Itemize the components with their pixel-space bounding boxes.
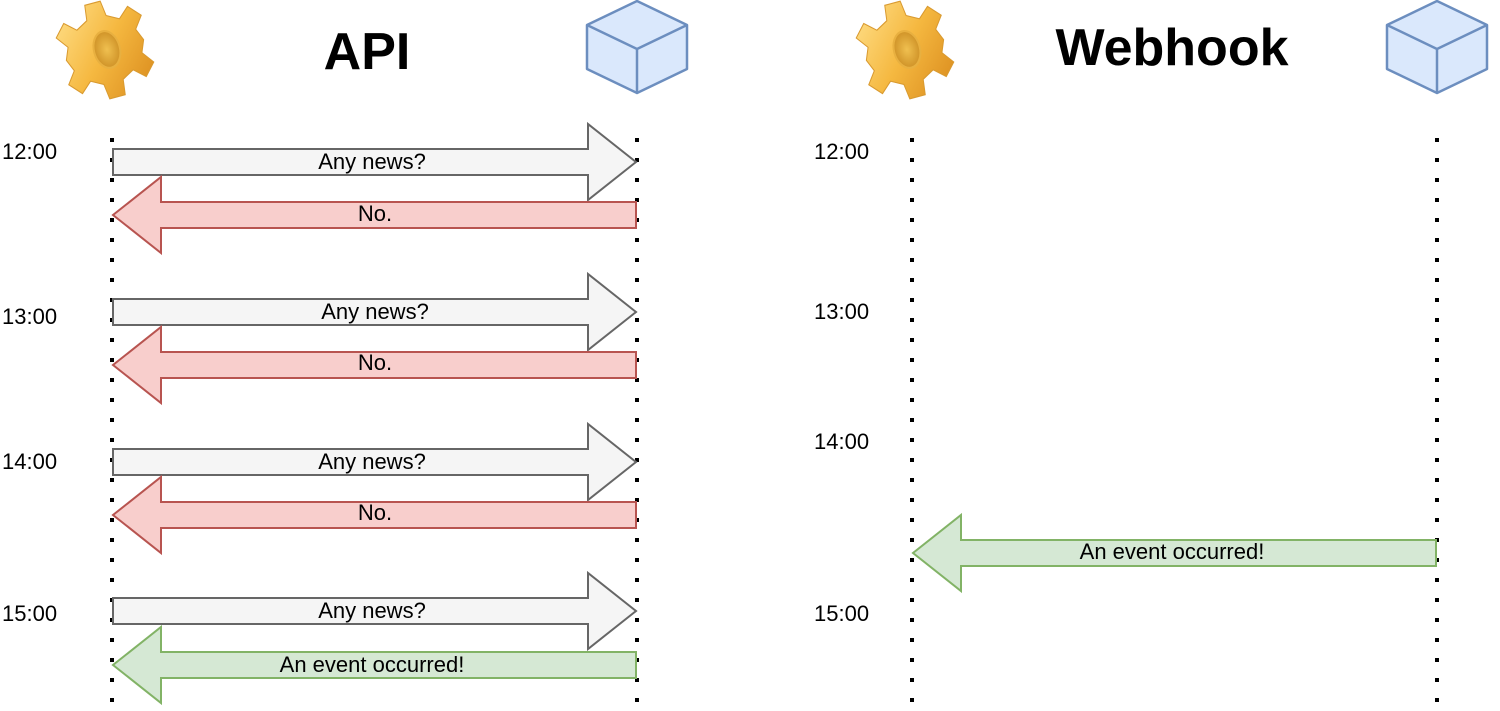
arrow-label: Any news? xyxy=(321,299,429,324)
arrow-label: Any news? xyxy=(318,449,426,474)
webhook-panel: Webhook 12:00 13:00 14:00 15:00 An event… xyxy=(814,0,1489,711)
request-arrow xyxy=(112,421,638,503)
time-label: 15:00 xyxy=(814,601,869,626)
response-arrow-no xyxy=(111,174,637,256)
request-arrow xyxy=(112,570,638,652)
webhook-event-arrow xyxy=(911,512,1437,594)
arrow-label: An event occurred! xyxy=(1080,539,1265,564)
arrow-label: An event occurred! xyxy=(280,652,465,677)
arrow-label: No. xyxy=(358,201,392,226)
response-arrow-event xyxy=(111,624,637,706)
time-label: 14:00 xyxy=(2,449,57,474)
arrow-label: No. xyxy=(358,500,392,525)
response-arrow-no xyxy=(111,324,637,406)
arrow-label: Any news? xyxy=(318,598,426,623)
time-label: 14:00 xyxy=(814,429,869,454)
response-arrow-no xyxy=(111,474,637,556)
api-panel: API 12:00 13:00 14:00 15:00 Any news? No… xyxy=(2,0,689,711)
gear-icon xyxy=(855,0,955,100)
request-arrow xyxy=(112,121,638,203)
gear-icon xyxy=(55,0,155,100)
panel-title: API xyxy=(324,23,411,81)
arrow-label: No. xyxy=(358,350,392,375)
cube-icon xyxy=(1385,0,1489,95)
time-label: 13:00 xyxy=(2,304,57,329)
time-label: 12:00 xyxy=(2,139,57,164)
time-label: 15:00 xyxy=(2,601,57,626)
time-label: 13:00 xyxy=(814,299,869,324)
time-label: 12:00 xyxy=(814,139,869,164)
cube-icon xyxy=(585,0,689,95)
arrow-label: Any news? xyxy=(318,149,426,174)
panel-title: Webhook xyxy=(1055,19,1288,77)
request-arrow xyxy=(112,271,638,353)
